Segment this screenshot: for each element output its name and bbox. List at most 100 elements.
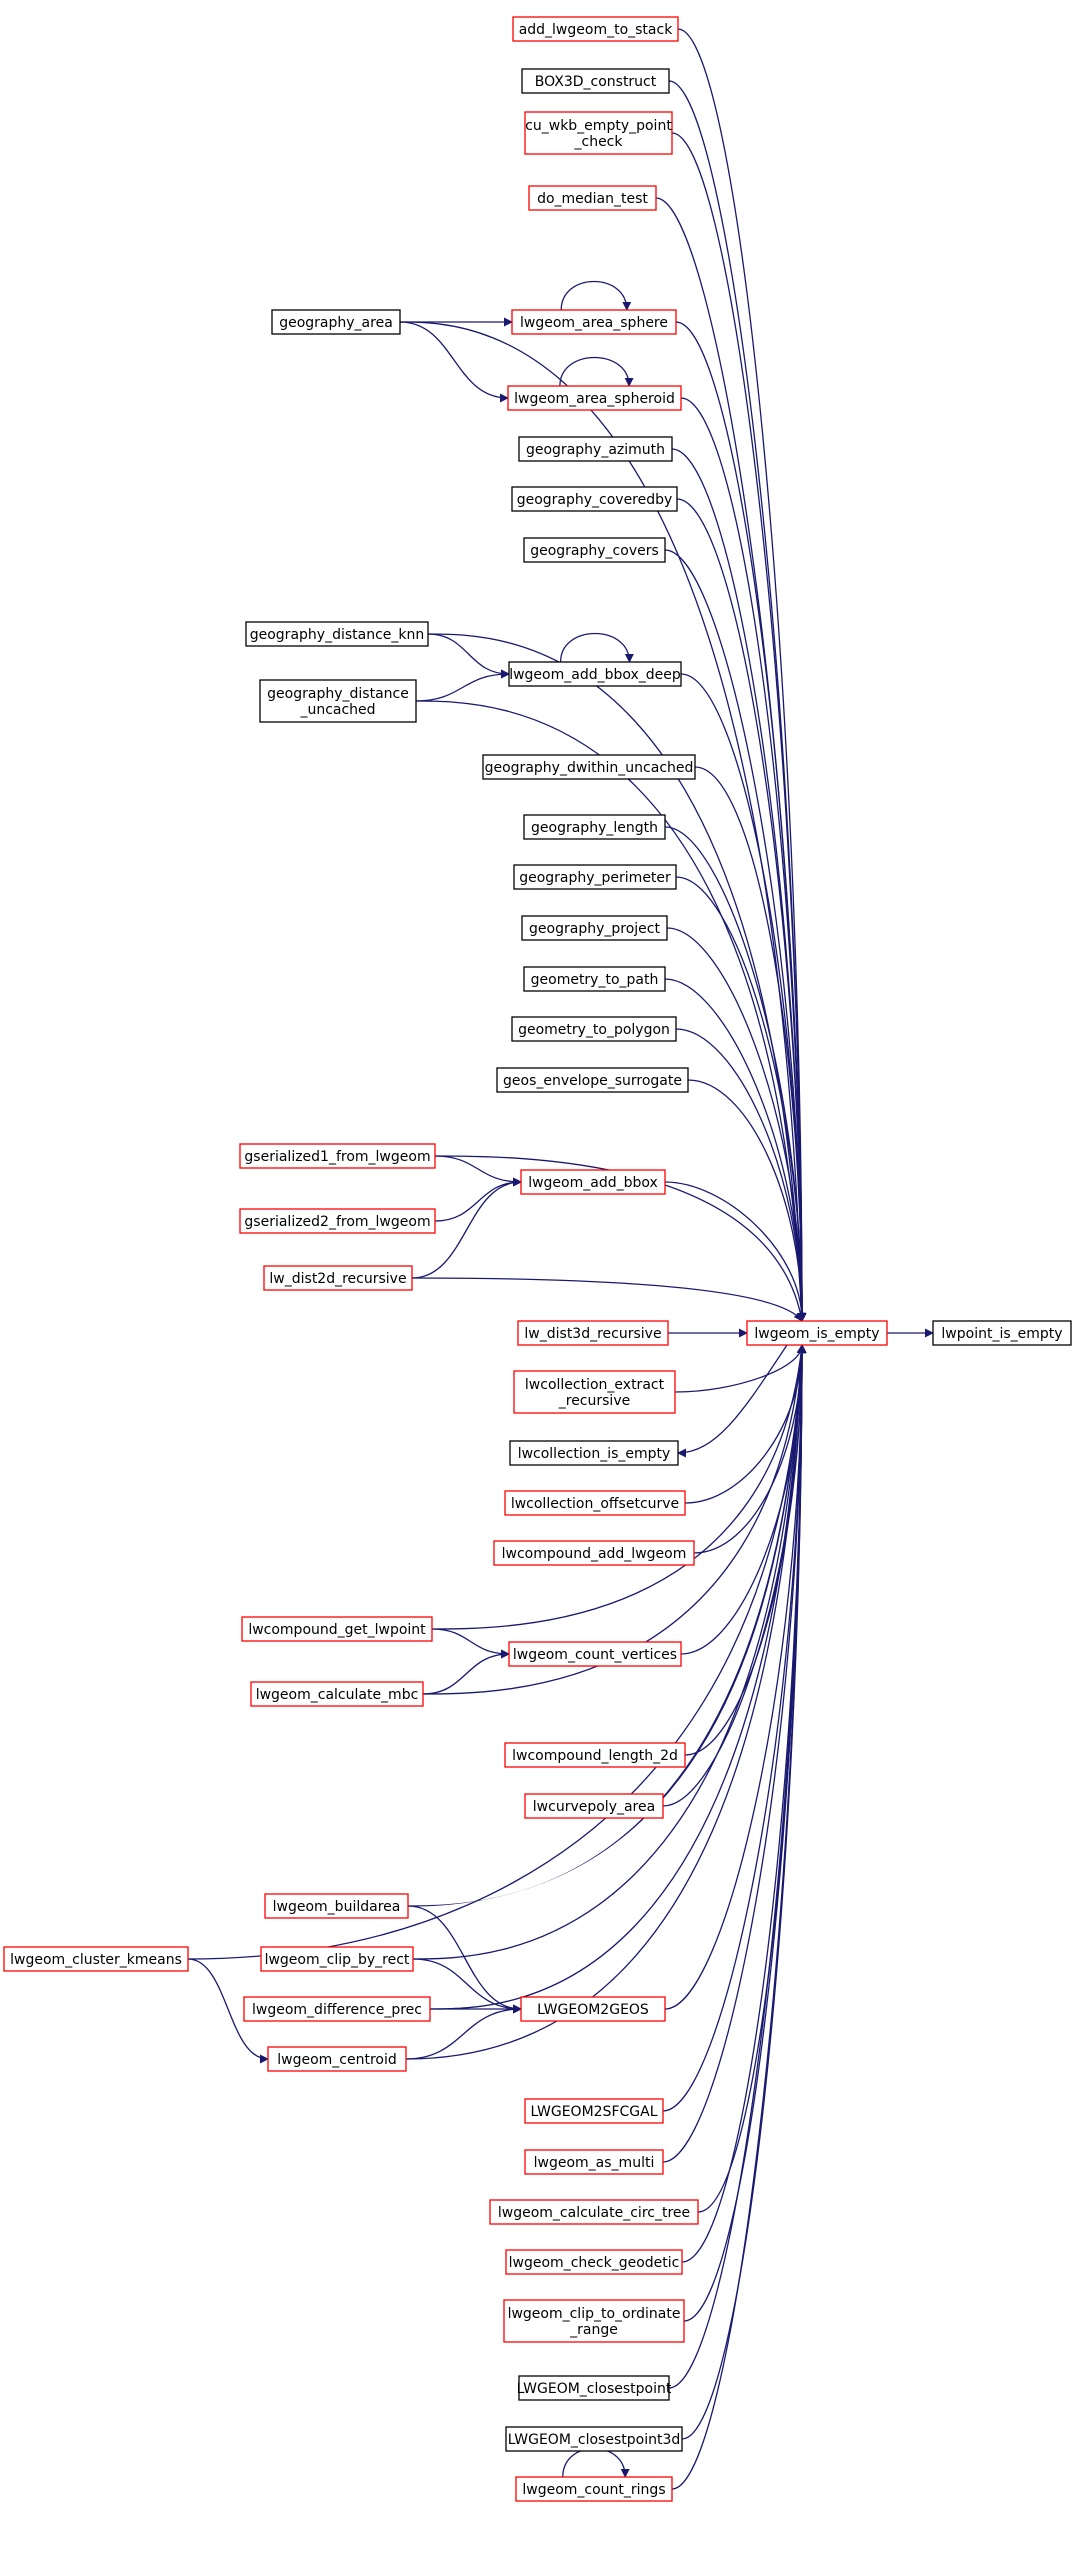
node-label: geography_azimuth [526, 442, 665, 458]
node-label: lwgeom_count_vertices [513, 1647, 677, 1663]
node-box [520, 1169, 666, 1195]
node-label: geography_perimeter [519, 870, 671, 886]
node-lwgeom_area_sphere[interactable]: lwgeom_area_sphere [511, 309, 677, 335]
node-lwgeom_closestpoint3d[interactable]: LWGEOM_closestpoint3d [505, 2426, 683, 2452]
node-label: lwgeom_area_sphere [520, 315, 668, 331]
node-lwgeom_add_bbox[interactable]: lwgeom_add_bbox [520, 1169, 666, 1195]
node-box [259, 679, 417, 723]
node-lwcollection_offsetcurve[interactable]: lwcollection_offsetcurve [504, 1490, 686, 1516]
node-lwgeom_clip_to_ordinate_range[interactable]: lwgeom_clip_to_ordinate_range [503, 2299, 685, 2343]
edge-lwgeom_add_bbox_deep-to-lwgeom_add_bbox_deep [559, 633, 634, 663]
node-lwpoint_is_empty[interactable]: lwpoint_is_empty [932, 1320, 1072, 1346]
node-box [528, 185, 657, 211]
node-label: lwgeom_calculate_mbc [256, 1687, 419, 1703]
edge-lwgeom_cluster_kmeans-to-lwgeom_is_empty [187, 1344, 807, 1960]
node-lwgeom_difference_prec[interactable]: lwgeom_difference_prec [243, 1996, 431, 2022]
node-lwgeom_add_bbox_deep[interactable]: lwgeom_add_bbox_deep [508, 661, 682, 687]
node-label: lwcollection_extract [525, 1377, 665, 1393]
node-lwgeom_calculate_circ_tree[interactable]: lwgeom_calculate_circ_tree [489, 2199, 699, 2225]
node-add_lwgeom_to_stack[interactable]: add_lwgeom_to_stack [512, 16, 679, 42]
node-label: geography_dwithin_uncached [485, 760, 694, 776]
node-label: geometry_to_path [531, 972, 659, 988]
node-label: lwcompound_get_lwpoint [248, 1622, 426, 1638]
node-geography_distance_uncached[interactable]: geography_distance_uncached [259, 679, 417, 723]
node-box [513, 864, 677, 890]
node-label: lwcollection_offsetcurve [511, 1496, 679, 1512]
node-box [260, 1946, 414, 1972]
node-label: geos_envelope_surrogate [503, 1073, 682, 1089]
node-geography_length[interactable]: geography_length [523, 814, 666, 840]
node-box [505, 2249, 683, 2275]
edge-lwgeom_area_spheroid-to-lwgeom_is_empty [680, 397, 807, 1322]
node-gserialized1_from_lwgeom[interactable]: gserialized1_from_lwgeom [239, 1143, 436, 1169]
node-label: LWGEOM_closestpoint3d [508, 2432, 681, 2448]
edge-lwgeom_clip_by_rect-to-lwgeom2geos [412, 1958, 522, 2014]
node-box [521, 68, 670, 94]
node-geography_project[interactable]: geography_project [521, 915, 668, 941]
node-do_median_test[interactable]: do_median_test [528, 185, 657, 211]
node-label: LWGEOM_closestpoint [517, 2381, 672, 2397]
node-label: lwgeom_clip_by_rect [265, 1952, 410, 1968]
node-box [523, 814, 666, 840]
node-box [3, 1946, 189, 1972]
node-lwgeom_count_vertices[interactable]: lwgeom_count_vertices [508, 1641, 682, 1667]
node-label: geography_distance_knn [250, 627, 425, 643]
node-box [267, 2046, 407, 2072]
node-geos_envelope_surrogate[interactable]: geos_envelope_surrogate [496, 1067, 689, 1093]
node-lwgeom_count_rings[interactable]: lwgeom_count_rings [515, 2476, 673, 2502]
node-geometry_to_path[interactable]: geometry_to_path [523, 966, 666, 992]
node-lwgeom_check_geodetic[interactable]: lwgeom_check_geodetic [505, 2249, 683, 2275]
node-box3d_construct[interactable]: BOX3D_construct [521, 68, 670, 94]
edge-lw_dist2d_recursive-to-lwgeom_add_bbox [411, 1177, 522, 1279]
node-geography_distance_knn[interactable]: geography_distance_knn [245, 621, 429, 647]
node-lwgeom_centroid[interactable]: lwgeom_centroid [267, 2046, 407, 2072]
node-label: LWGEOM2GEOS [537, 2002, 649, 2018]
node-lwcompound_length_2d[interactable]: lwcompound_length_2d [504, 1742, 686, 1768]
node-geometry_to_polygon[interactable]: geometry_to_polygon [511, 1016, 677, 1042]
node-geography_covers[interactable]: geography_covers [523, 537, 666, 563]
node-geography_azimuth[interactable]: geography_azimuth [518, 436, 673, 462]
node-geography_coveredby[interactable]: geography_coveredby [511, 486, 678, 512]
node-label: lwgeom_add_bbox_deep [509, 667, 681, 683]
node-lwcompound_add_lwgeom[interactable]: lwcompound_add_lwgeom [493, 1540, 695, 1566]
edge-lwgeom_difference_prec-to-lwgeom_is_empty [429, 1344, 807, 2010]
node-lwcollection_is_empty[interactable]: lwcollection_is_empty [509, 1440, 679, 1466]
edge-cu_wkb_empty_point_check-to-lwgeom_is_empty [671, 132, 807, 1322]
node-lwgeom_as_multi[interactable]: lwgeom_as_multi [524, 2149, 664, 2175]
edge-geometry_to_polygon-to-lwgeom_is_empty [675, 1028, 807, 1322]
node-lwgeom_clip_by_rect[interactable]: lwgeom_clip_by_rect [260, 1946, 414, 1972]
node-lwgeom_closestpoint[interactable]: LWGEOM_closestpoint [517, 2375, 672, 2401]
edge-lwgeom_count_rings-to-lwgeom_is_empty [671, 1344, 807, 2490]
node-lwcurvepoly_area[interactable]: lwcurvepoly_area [524, 1793, 664, 1819]
node-box [508, 1641, 682, 1667]
node-label: add_lwgeom_to_stack [519, 22, 674, 38]
edge-geography_dwithin_uncached-to-lwgeom_is_empty [694, 766, 807, 1322]
node-label: gserialized2_from_lwgeom [244, 1214, 430, 1230]
node-label: lw_dist2d_recursive [269, 1271, 406, 1287]
node-geography_dwithin_uncached[interactable]: geography_dwithin_uncached [482, 754, 696, 780]
edge-gserialized2_from_lwgeom-to-lwgeom_add_bbox [434, 1177, 522, 1222]
node-lw_dist3d_recursive[interactable]: lw_dist3d_recursive [517, 1320, 669, 1346]
node-gserialized2_from_lwgeom[interactable]: gserialized2_from_lwgeom [239, 1208, 436, 1234]
node-lwgeom2sfcgal[interactable]: LWGEOM2SFCGAL [524, 2098, 664, 2124]
node-lwgeom_calculate_mbc[interactable]: lwgeom_calculate_mbc [250, 1681, 424, 1707]
node-box [482, 754, 696, 780]
node-lwgeom_buildarea[interactable]: lwgeom_buildarea [264, 1893, 409, 1919]
node-lwgeom2geos[interactable]: LWGEOM2GEOS [520, 1996, 666, 2022]
node-lwcompound_get_lwpoint[interactable]: lwcompound_get_lwpoint [241, 1616, 433, 1642]
node-lwgeom_is_empty[interactable]: lwgeom_is_empty [746, 1320, 888, 1346]
node-geography_perimeter[interactable]: geography_perimeter [513, 864, 677, 890]
node-geography_area[interactable]: geography_area [271, 309, 401, 335]
node-label: geography_project [529, 921, 660, 937]
node-lwgeom_cluster_kmeans[interactable]: lwgeom_cluster_kmeans [3, 1946, 189, 1972]
node-label: lwgeom_difference_prec [252, 2002, 422, 2018]
edge-lwgeom_is_empty-to-lwcollection_is_empty [677, 1344, 788, 1458]
node-cu_wkb_empty_point_check[interactable]: cu_wkb_empty_point_check [524, 111, 673, 155]
node-lw_dist2d_recursive[interactable]: lw_dist2d_recursive [263, 1265, 413, 1291]
node-lwgeom_area_spheroid[interactable]: lwgeom_area_spheroid [507, 385, 682, 411]
node-box [250, 1681, 424, 1707]
node-lwcollection_extract_recursive[interactable]: lwcollection_extract_recursive [513, 1370, 676, 1414]
node-box [263, 1265, 413, 1291]
